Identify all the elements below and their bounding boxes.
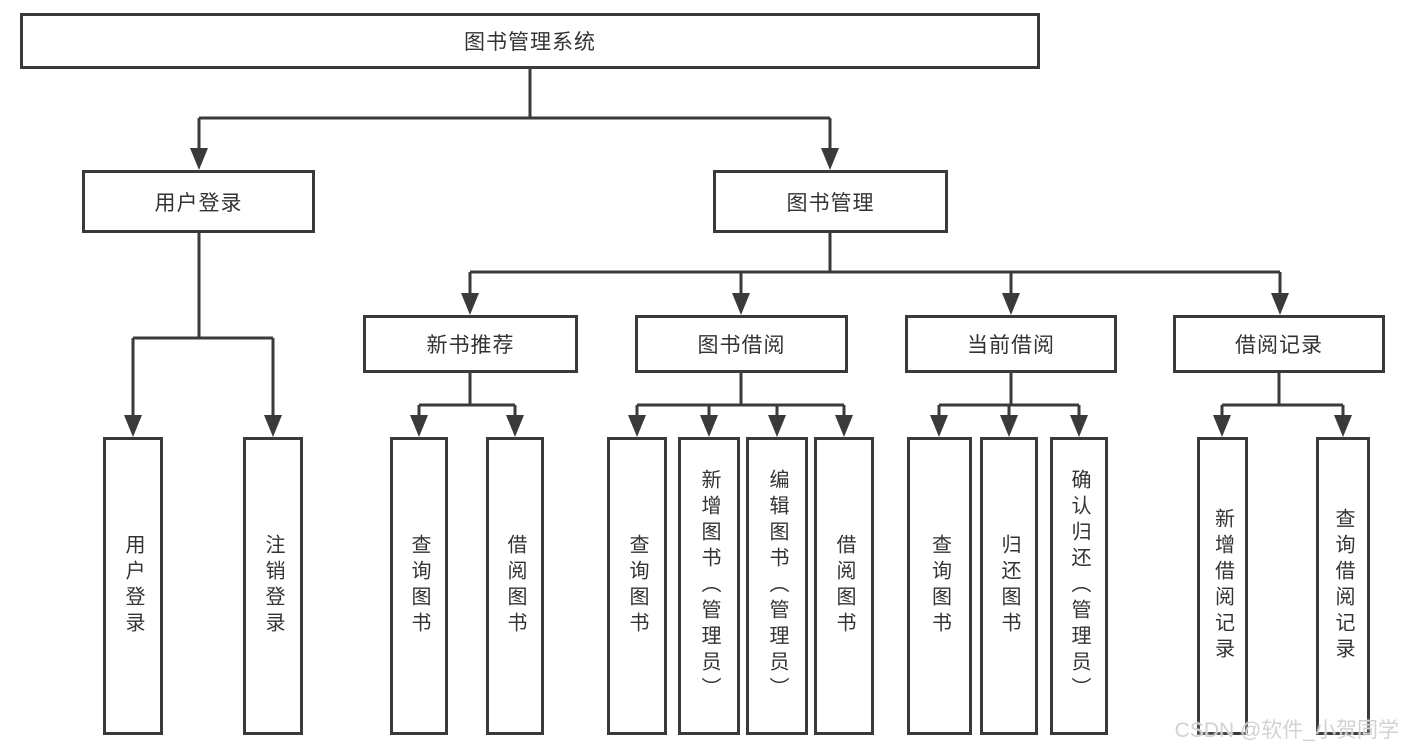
node-label: 注销登录	[262, 534, 284, 638]
leaf-newbooks-query-books: 查询图书	[390, 437, 448, 735]
arrow-down-icon	[835, 415, 853, 437]
arrow-down-icon	[768, 415, 786, 437]
node-label: 借阅图书	[504, 534, 526, 638]
connector-current-to-leaves	[937, 373, 1081, 417]
arrow-down-icon	[1213, 415, 1231, 437]
node-label: 新增图书（管理员）	[698, 469, 720, 703]
node-label: 查询图书	[928, 534, 951, 638]
connector-records-to-leaves	[1220, 373, 1345, 417]
node-label: 图书借阅	[697, 334, 786, 357]
connector-borrow-to-leaves	[635, 373, 846, 417]
node-label: 当前借阅	[967, 334, 1055, 357]
node-root-system: 图书管理系统	[20, 13, 1040, 69]
node-user-login-branch: 用户登录	[82, 170, 315, 233]
node-new-book-recommend: 新书推荐	[363, 315, 578, 373]
node-label: 图书管理	[786, 191, 875, 215]
arrow-down-icon	[821, 148, 839, 170]
node-label: 确认归还（管理员）	[1068, 469, 1090, 703]
node-book-management-branch: 图书管理	[713, 170, 948, 233]
arrow-down-icon	[930, 415, 948, 437]
node-label: 查询图书	[408, 534, 430, 638]
leaf-borrow-query-books: 查询图书	[607, 437, 667, 735]
arrow-down-icon	[1002, 293, 1020, 315]
arrow-down-icon	[124, 415, 142, 437]
arrow-down-icon	[1334, 415, 1352, 437]
arrowhead-icons	[124, 148, 1352, 437]
leaf-borrow-borrow-books: 借阅图书	[814, 437, 874, 735]
node-label: 新增借阅记录	[1211, 508, 1234, 664]
node-borrow-records: 借阅记录	[1173, 315, 1385, 373]
node-label: 新书推荐	[426, 334, 515, 357]
node-label: 借阅记录	[1235, 334, 1323, 357]
arrow-down-icon	[732, 293, 750, 315]
leaf-current-confirm-return-admin: 确认归还（管理员）	[1050, 437, 1108, 735]
arrow-down-icon	[1271, 293, 1289, 315]
connector-bookmgmt-to-level3	[468, 233, 1282, 295]
node-current-borrowing: 当前借阅	[905, 315, 1117, 373]
arrow-down-icon	[190, 148, 208, 170]
leaf-borrow-add-books-admin: 新增图书（管理员）	[678, 437, 740, 735]
leaf-records-query-record: 查询借阅记录	[1316, 437, 1370, 735]
connector-paths	[131, 69, 1345, 417]
leaf-records-add-record: 新增借阅记录	[1197, 437, 1248, 735]
node-label: 图书管理系统	[464, 31, 596, 54]
arrow-down-icon	[506, 415, 524, 437]
connector-login-to-leaves	[131, 233, 275, 417]
node-label: 用户登录	[122, 534, 144, 638]
node-label: 查询图书	[626, 534, 648, 638]
node-label: 归还图书	[998, 534, 1020, 638]
connector-root-to-level2	[197, 69, 832, 150]
arrow-down-icon	[264, 415, 282, 437]
leaf-current-query-books: 查询图书	[907, 437, 972, 735]
arrow-down-icon	[1070, 415, 1088, 437]
arrow-down-icon	[700, 415, 718, 437]
leaf-logout: 注销登录	[243, 437, 303, 735]
leaf-current-return-books: 归还图书	[980, 437, 1038, 735]
arrow-down-icon	[410, 415, 428, 437]
node-label: 编辑图书（管理员）	[766, 469, 788, 703]
arrow-down-icon	[1000, 415, 1018, 437]
leaf-borrow-edit-books-admin: 编辑图书（管理员）	[746, 437, 808, 735]
csdn-watermark: CSDN @软件_小贺同学	[1174, 719, 1399, 742]
arrow-down-icon	[461, 293, 479, 315]
leaf-user-login: 用户登录	[103, 437, 163, 735]
node-label: 借阅图书	[833, 534, 855, 638]
node-label: 查询借阅记录	[1332, 508, 1354, 664]
connector-newbooks-to-leaves	[417, 373, 517, 417]
node-book-borrowing: 图书借阅	[635, 315, 848, 373]
leaf-newbooks-borrow-books: 借阅图书	[486, 437, 544, 735]
arrow-down-icon	[628, 415, 646, 437]
node-label: 用户登录	[154, 191, 243, 215]
